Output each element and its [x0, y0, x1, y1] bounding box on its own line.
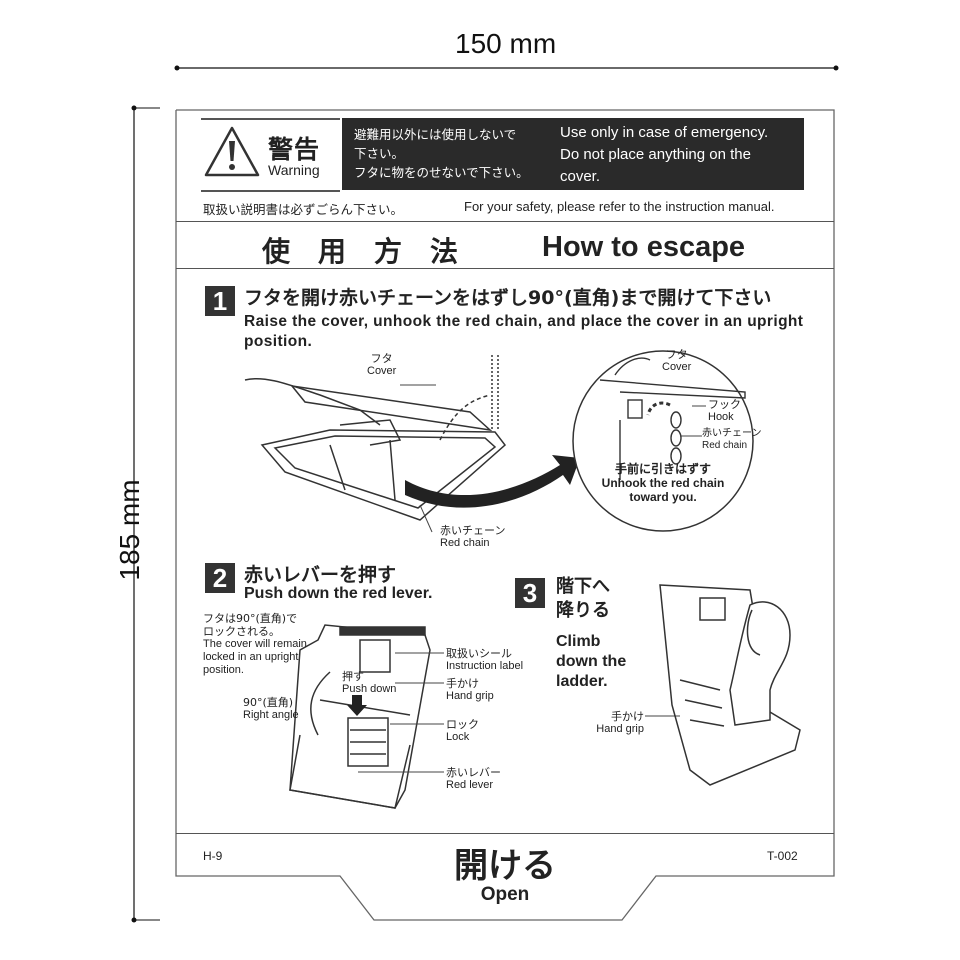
hook-label-en: Hook [708, 411, 734, 423]
open-label-en: Open [480, 884, 530, 905]
lever-label-en: Red lever [446, 779, 494, 791]
chain-label-jp: 赤いチェーン [440, 524, 506, 537]
step-3-title-en: down the [556, 653, 627, 670]
warning-title-en: Warning [268, 162, 320, 178]
lever-label-jp: 赤いレバー [446, 766, 501, 779]
warning-en-line: Do not place anything on the [560, 146, 751, 163]
unhook-label-jp: 手前に引きはずす [614, 462, 711, 476]
height-dimension: 185 mm [114, 479, 145, 581]
push-label-jp: 押す [342, 670, 364, 683]
unhook-label-en: Unhook the red chain [601, 476, 725, 490]
cover-label-en: Cover [367, 365, 397, 377]
step-3-title-en: ladder. [556, 673, 608, 690]
lock-note-en: locked in an upright [203, 651, 299, 663]
angle-label-en: Right angle [243, 709, 299, 721]
product-code-left: H-9 [203, 849, 223, 863]
lock-note-en: position. [203, 664, 244, 676]
warning-jp-line: 避難用以外には使用しないで [354, 127, 517, 142]
chain-label-en: Red chain [440, 537, 490, 549]
push-label-en: Push down [342, 683, 397, 695]
lock-label-en: Lock [446, 731, 470, 743]
heading-en: How to escape [542, 231, 746, 263]
warning-jp-line: フタに物をのせないで下さい。 [354, 165, 529, 180]
lock-note-jp: ロックされる。 [203, 625, 280, 638]
warning-jp-line: 下さい。 [354, 146, 405, 161]
detail-cover-label-jp: フタ [665, 348, 688, 361]
step-1-title-en: Raise the cover, unhook the red chain, a… [244, 313, 804, 350]
instruction-label-en: Instruction label [446, 660, 524, 672]
unhook-label-en: toward you. [629, 490, 697, 504]
warning-title-jp: 警告 [268, 135, 321, 164]
step-3-title-en: Climb [556, 633, 601, 650]
lock-label-jp: ロック [446, 718, 479, 731]
step-2-badge: 2 [205, 563, 235, 593]
warning-en-line: Use only in case of emergency. [560, 124, 769, 141]
hook-label-jp: フック [708, 398, 741, 411]
detail-chain-label-jp: 赤いチェーン [702, 428, 762, 439]
lock-note-jp: フタは90°(直角)で [203, 612, 298, 625]
product-code-right: T-002 [767, 849, 798, 863]
cover-label-jp: フタ [370, 352, 393, 365]
angle-label-jp: 90°(直角) [243, 696, 294, 709]
manual-note-jp: 取扱い説明書は必ずごらん下さい。 [203, 202, 404, 217]
detail-chain-label-en: Red chain [702, 440, 748, 451]
step-3-title-jp: 階下へ [556, 576, 610, 597]
step-1-badge: 1 [205, 286, 235, 316]
step-1-title-jp: フタを開け赤いチェーンをはずし90°(直角)まで開けて下さい [244, 287, 772, 309]
heading-jp: 使 用 方 法 [262, 235, 459, 268]
warning-box: 避難用以外には使用しないで 下さい。 フタに物をのせないで下さい。 Use on… [342, 118, 804, 190]
detail-cover-label-en: Cover [662, 361, 692, 373]
step-2-title-jp: 赤いレバーを押す [244, 564, 397, 586]
warning-en-line: cover. [560, 168, 601, 185]
step-2-title-en: Push down the red lever. [244, 585, 433, 602]
grip-label-en: Hand grip [446, 690, 494, 702]
manual-note-en: For your safety, please refer to the ins… [464, 199, 775, 214]
open-label-jp: 開ける [454, 846, 556, 886]
step-3-grip-label-en: Hand grip [596, 723, 644, 735]
step-3-grip-label-jp: 手かけ [611, 710, 644, 723]
step-3-badge: 3 [515, 578, 545, 608]
grip-label-jp: 手かけ [446, 677, 479, 690]
instruction-label-jp: 取扱いシール [446, 647, 512, 660]
width-dimension: 150 mm [455, 28, 557, 59]
warning-triangle-icon [204, 126, 260, 177]
lock-note-en: The cover will remain [203, 638, 307, 650]
step-3-title-jp: 降りる [556, 600, 610, 621]
